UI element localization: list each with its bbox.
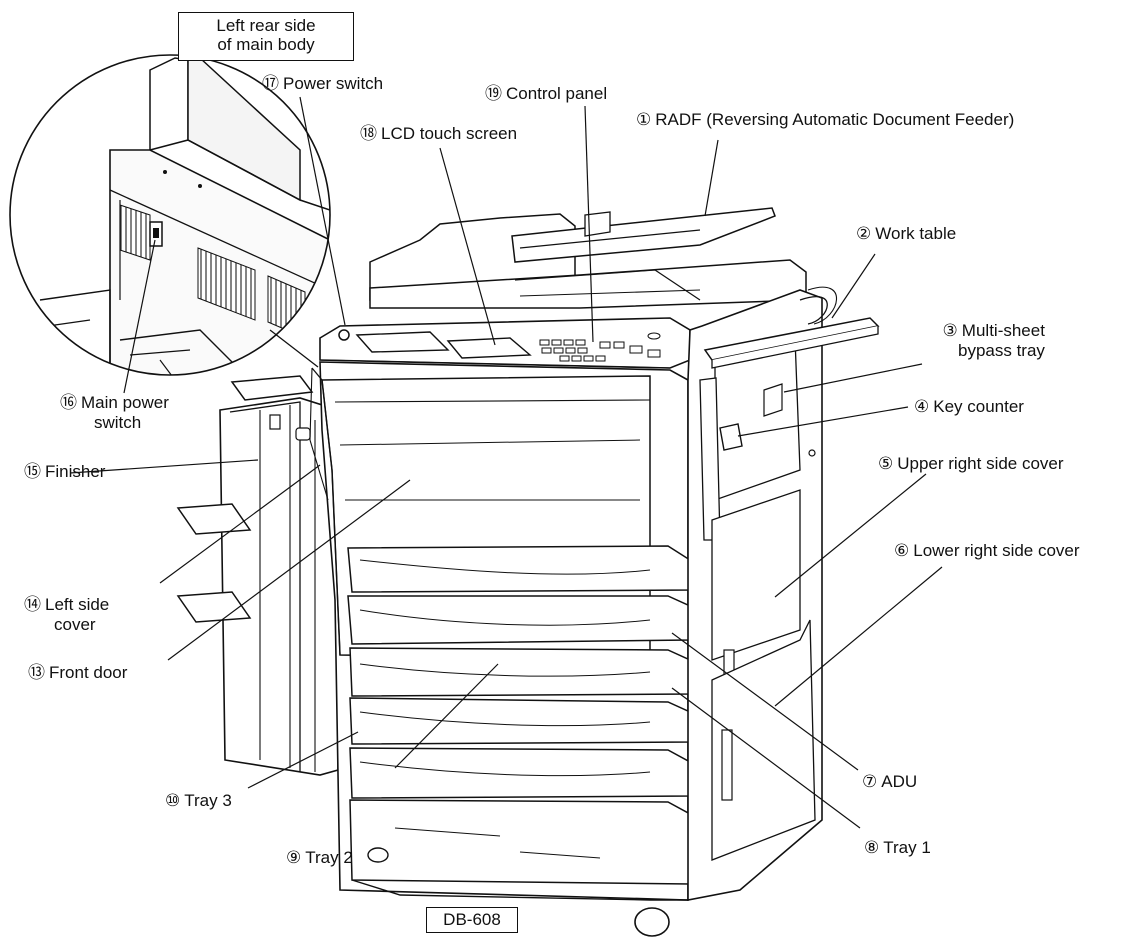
keypad	[539, 332, 661, 362]
leader-control-panel	[584, 105, 594, 343]
leader-adu	[671, 632, 859, 771]
leader-tray2	[394, 663, 499, 769]
leader-bypass-tray	[783, 363, 923, 393]
leader-work-table	[831, 253, 876, 319]
leader-finisher	[69, 459, 259, 474]
model-label: DB-608	[426, 907, 518, 933]
inset-view	[9, 54, 331, 376]
leader-main-power-switch	[123, 239, 156, 394]
leader-lcd-touch-screen	[439, 147, 496, 346]
inset-title-line1: Left rear side	[216, 16, 316, 35]
leader-lower-right-cover	[774, 566, 943, 707]
leader-power-switch	[299, 96, 346, 326]
leader-key-counter	[737, 406, 909, 437]
leader-upper-right-cover	[774, 473, 927, 598]
leader-tray1	[671, 687, 861, 829]
main-body	[309, 207, 880, 937]
finisher-unit	[176, 375, 339, 776]
inset-title-line2: of main body	[217, 35, 315, 54]
leader-front-door	[167, 479, 411, 661]
leader-radf	[704, 139, 719, 217]
leader-left-side-cover	[159, 464, 321, 584]
leader-lines	[69, 96, 943, 829]
leader-tray3	[247, 731, 359, 789]
inset-title-box: Left rear side of main body	[178, 12, 354, 61]
